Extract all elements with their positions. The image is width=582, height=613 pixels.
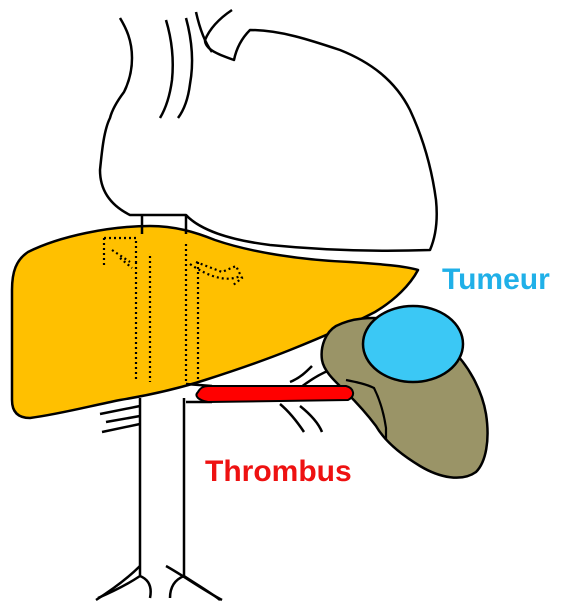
- thrombus: [196, 386, 353, 402]
- heart: [100, 10, 437, 251]
- tumor-label: Tumeur: [442, 263, 550, 296]
- cava-bottom-fork: [96, 566, 222, 600]
- thrombus-label: Thrombus: [205, 455, 352, 488]
- tumor: [363, 306, 463, 382]
- iliac-branches-left: [100, 406, 140, 432]
